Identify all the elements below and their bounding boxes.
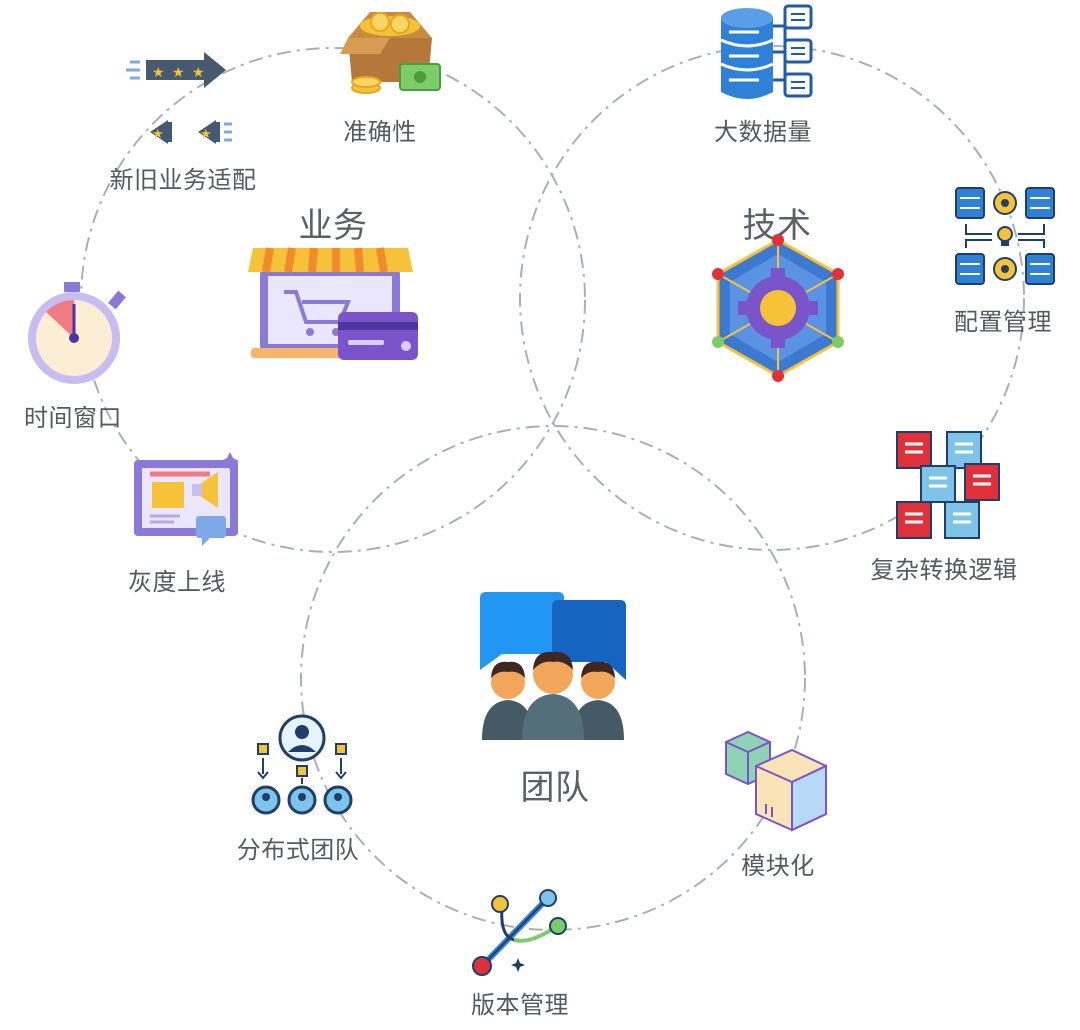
announcement-board-icon: [134, 452, 239, 546]
svg-text:★: ★: [152, 127, 164, 142]
svg-text:★: ★: [192, 65, 205, 81]
item-label-adapt: 新旧业务适配: [109, 166, 257, 194]
item-label-bigdata: 大数据量: [714, 118, 812, 146]
star-arrows-icon: ★ ★ ★ ★ ★: [126, 52, 232, 144]
team-hierarchy-icon: [251, 714, 353, 815]
module-boxes-icon: [725, 730, 827, 832]
blocks-icon: [896, 431, 1000, 539]
database-icon: [720, 4, 813, 99]
item-label-version: 版本管理: [471, 991, 569, 1019]
svg-text:★: ★: [152, 65, 165, 81]
item-label-gray: 灰度上线: [128, 568, 226, 596]
stopwatch-icon: [28, 282, 126, 384]
group-label-team: 团队: [520, 768, 590, 808]
gear-hexagon-icon: [712, 234, 844, 382]
item-label-config: 配置管理: [954, 308, 1052, 336]
branch-icon: [472, 889, 567, 976]
item-label-accuracy: 准确性: [343, 118, 417, 146]
team-chat-icon: [480, 592, 626, 740]
coin-box-icon: [340, 12, 441, 94]
item-label-distributed: 分布式团队: [236, 836, 360, 864]
server-gear-icon: [955, 187, 1055, 285]
item-label-timewin: 时间窗口: [24, 404, 122, 432]
tech-ring: [519, 45, 1025, 551]
group-label-business: 业务: [298, 206, 368, 246]
shop-card-icon: [248, 247, 418, 360]
team-ring: [300, 425, 806, 931]
item-label-modular: 模块化: [741, 852, 815, 880]
svg-text:★: ★: [200, 127, 212, 142]
item-label-transform: 复杂转换逻辑: [870, 556, 1018, 584]
svg-text:★: ★: [172, 65, 185, 81]
